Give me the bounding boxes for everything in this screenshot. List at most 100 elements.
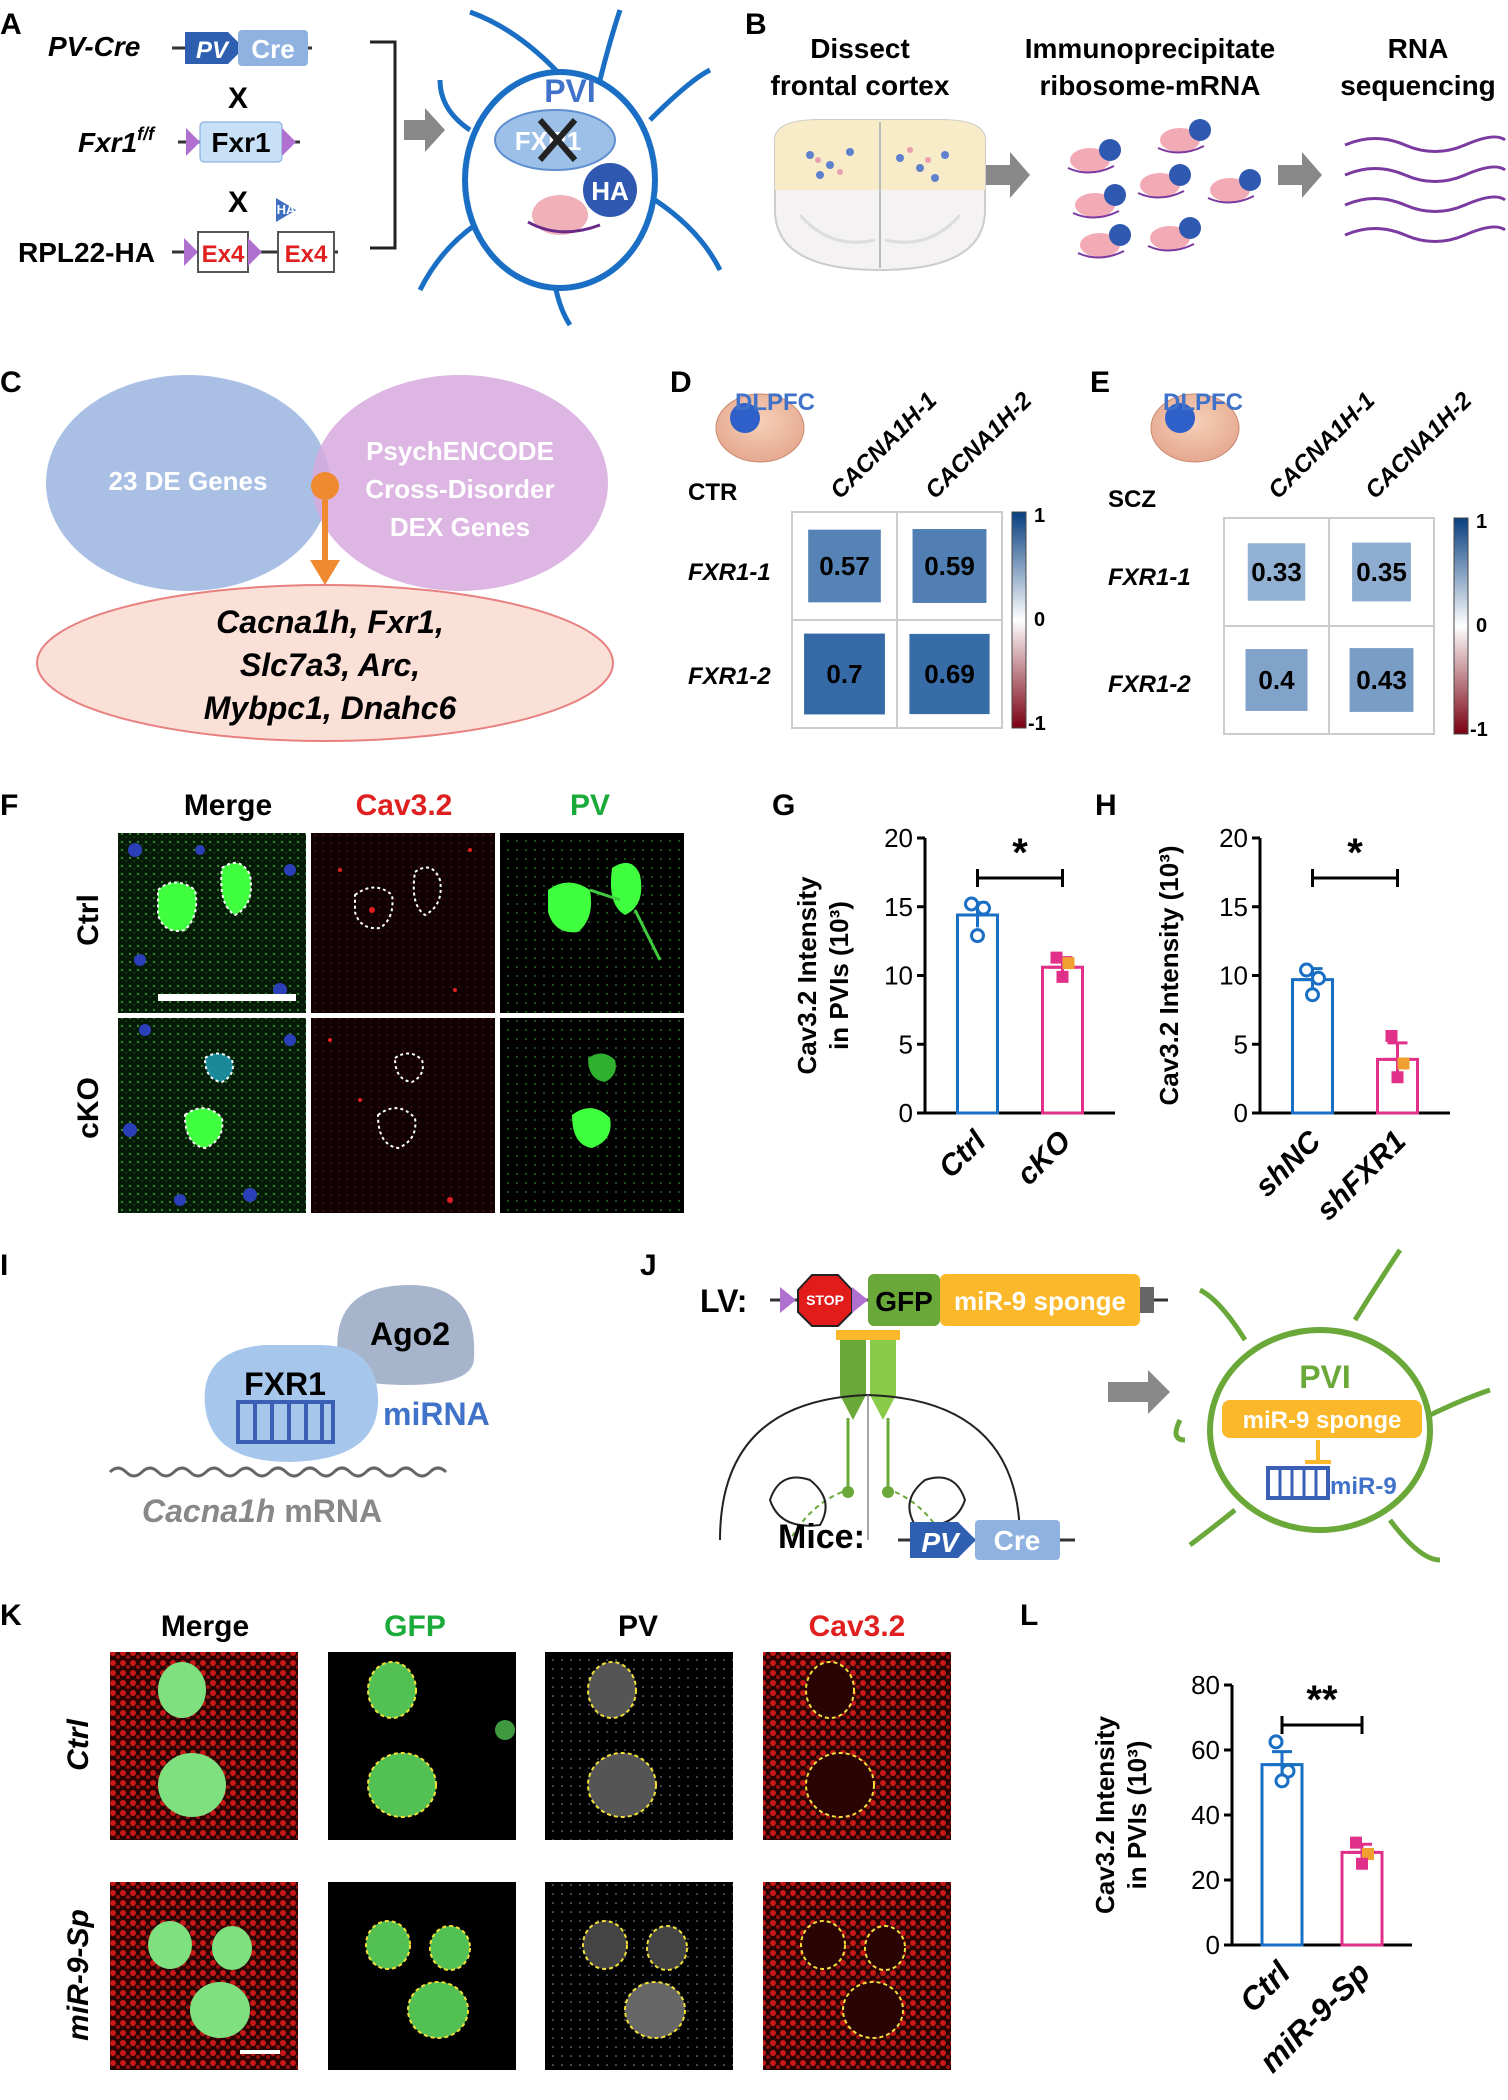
overlap-genes-box xyxy=(36,584,614,742)
panel-a: PV-Cre PV Cre X Fxr1f/f Fxr1 X RPL22-HA … xyxy=(18,9,723,327)
data-point xyxy=(1391,1071,1404,1084)
data-point xyxy=(1311,970,1326,986)
cre-box xyxy=(238,30,308,66)
svg-text:0: 0 xyxy=(1476,615,1487,637)
gfp-box xyxy=(868,1274,940,1326)
x-category-label: shFXR1 xyxy=(1310,1125,1412,1227)
brain-coronal-icon xyxy=(774,119,986,272)
panel-letter-c: C xyxy=(0,366,22,399)
panel-k-micrographs: Merge GFP PV Cav3.2 Ctrl miR-9-Sp xyxy=(62,1610,951,2070)
venn-de-genes xyxy=(46,375,330,591)
arrow-icon xyxy=(1108,1370,1170,1414)
svg-text:23 DE Genes: 23 DE Genes xyxy=(109,466,268,496)
svg-text:miR-9 sponge: miR-9 sponge xyxy=(954,1286,1126,1316)
y-axis-label: Cav3.2 Intensityin PVIs (10³) xyxy=(1090,1715,1152,1914)
panel-e-corr-matrix: DLPFC SCZ CACNA1H-1 CACNA1H-2 FXR1-1 FXR… xyxy=(1108,387,1488,741)
svg-text:-1: -1 xyxy=(1028,713,1046,735)
stop-sign-icon xyxy=(797,1274,853,1327)
y-tick-label: 20 xyxy=(1191,1865,1220,1895)
corr-value-label: 0.43 xyxy=(1356,665,1407,695)
svg-text:Fxr1: Fxr1 xyxy=(211,127,270,158)
ex4-ha-box xyxy=(277,231,335,273)
corr-cell xyxy=(1349,648,1414,712)
pv-image-ctrl xyxy=(500,833,684,1013)
panel-letter-d: D xyxy=(670,366,692,399)
panel-d-corr-matrix: DLPFC CTR CACNA1H-1 CACNA1H-2 FXR1-1 FXR… xyxy=(688,387,1046,735)
y-tick-label: 0 xyxy=(899,1098,913,1128)
panel-letter-b: B xyxy=(745,8,767,41)
svg-text:-1: -1 xyxy=(1470,719,1488,741)
svg-text:PV: PV xyxy=(618,1610,658,1643)
arrow-icon xyxy=(986,152,1030,198)
svg-text:Ctrl: Ctrl xyxy=(62,1719,95,1771)
svg-text:cKO: cKO xyxy=(72,1077,105,1139)
svg-text:FXR1-2: FXR1-2 xyxy=(688,663,771,690)
x-category-label: cKO xyxy=(1010,1125,1077,1192)
corr-value-label: 0.59 xyxy=(924,551,975,581)
bar xyxy=(956,913,999,1115)
scale-bar xyxy=(240,2050,280,2054)
svg-text:X: X xyxy=(228,82,248,115)
y-tick-label: 15 xyxy=(1219,892,1248,922)
corr-value-label: 0.35 xyxy=(1356,557,1407,587)
svg-text:DLPFC: DLPFC xyxy=(735,389,815,416)
svg-text:CTR: CTR xyxy=(688,479,737,506)
svg-text:X: X xyxy=(228,186,248,219)
svg-text:Ex4: Ex4 xyxy=(202,241,245,268)
ribosome-mrna-icons xyxy=(1067,119,1261,259)
merge-image-mir9sp xyxy=(110,1882,298,2070)
panel-letter-a: A xyxy=(0,8,22,41)
svg-text:FXR1-2: FXR1-2 xyxy=(1108,671,1191,698)
data-point xyxy=(1356,1857,1368,1870)
svg-text:Cav3.2: Cav3.2 xyxy=(809,1610,906,1643)
cav32-image-mir9sp xyxy=(763,1882,951,2070)
svg-text:Ago2: Ago2 xyxy=(370,1316,450,1352)
bar xyxy=(1041,965,1084,1115)
svg-text:miR-9-Sp: miR-9-Sp xyxy=(62,1909,95,2041)
x-category-label: Ctrl xyxy=(933,1124,993,1184)
cre-box xyxy=(975,1520,1060,1560)
corr-cell xyxy=(1352,542,1411,602)
panel-letter-e: E xyxy=(1090,366,1110,399)
svg-text:Merge: Merge xyxy=(161,1610,249,1643)
svg-text:1: 1 xyxy=(1476,511,1487,533)
fxr1-ff-label: Fxr1f/f xyxy=(78,124,156,158)
svg-text:1: 1 xyxy=(1034,505,1045,527)
corr-cell xyxy=(1247,543,1306,601)
data-point xyxy=(1385,1030,1398,1042)
y-tick-label: 10 xyxy=(884,961,913,991)
svg-text:DLPFC: DLPFC xyxy=(1163,389,1243,416)
panel-letter-k: K xyxy=(0,1599,22,1632)
injection-brain-diagram xyxy=(719,1330,1021,1541)
svg-text:0: 0 xyxy=(1034,609,1045,631)
svg-text:PVI: PVI xyxy=(544,73,596,109)
arrow-icon xyxy=(404,108,445,152)
color-scale-bar xyxy=(1011,511,1027,729)
panel-letter-g: G xyxy=(772,789,795,822)
panel-letter-f: F xyxy=(0,789,18,822)
y-tick-label: 15 xyxy=(884,892,913,922)
svg-text:LV:: LV: xyxy=(700,1283,747,1319)
scale-bar xyxy=(158,994,296,1001)
y-tick-label: 80 xyxy=(1191,1670,1220,1700)
inhibition-icon xyxy=(1305,1440,1331,1464)
loxp-icon xyxy=(248,238,262,266)
merge-image-ctrl xyxy=(118,833,306,1013)
corr-cell xyxy=(808,529,881,603)
panel-letter-h: H xyxy=(1095,789,1117,822)
svg-text:PV: PV xyxy=(196,37,230,64)
svg-text:Merge: Merge xyxy=(184,789,272,822)
y-axis-label: Cav3.2 Intensity (10³) xyxy=(1154,845,1184,1105)
data-point xyxy=(970,928,985,944)
corr-cell xyxy=(909,633,990,715)
corr-value-label: 0.33 xyxy=(1251,557,1302,587)
corr-value-label: 0.4 xyxy=(1258,665,1295,695)
rpl22-ha-label: RPL22-HA xyxy=(18,237,155,268)
y-tick-label: 0 xyxy=(1234,1098,1248,1128)
y-tick-label: 0 xyxy=(1206,1930,1220,1960)
